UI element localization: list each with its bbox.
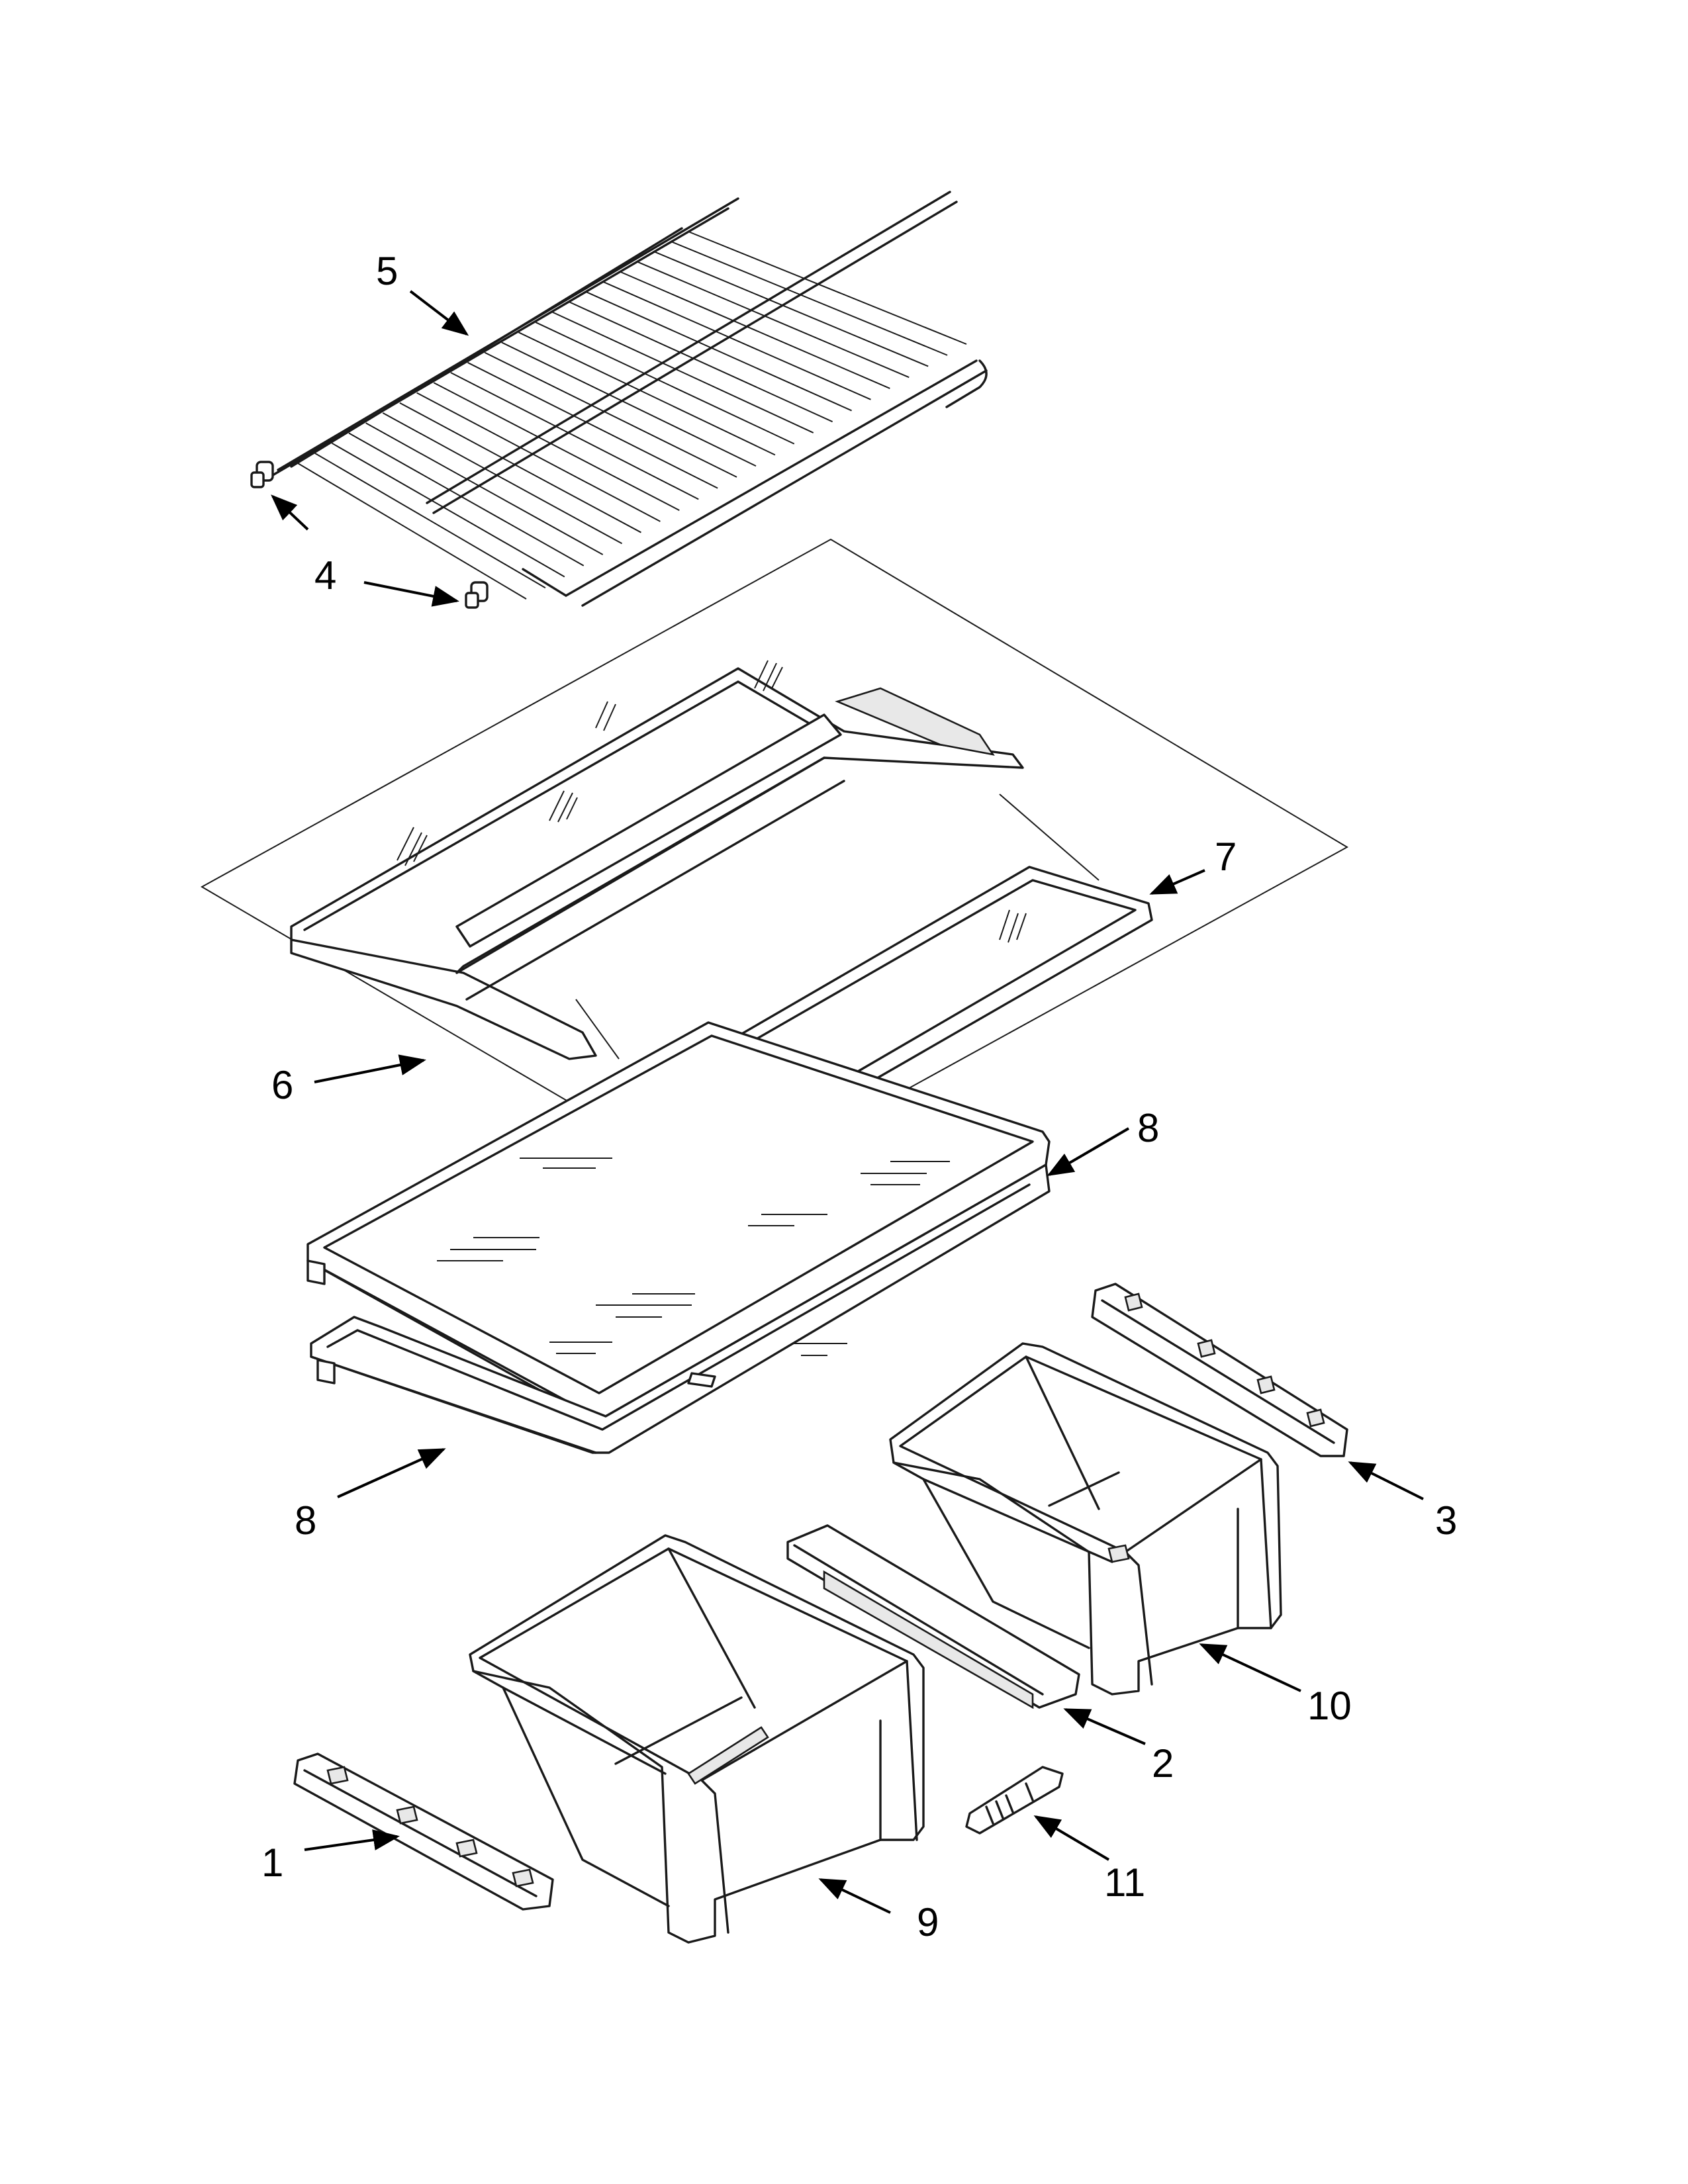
wire-rod — [382, 412, 623, 545]
wire-rod — [450, 372, 699, 500]
shelf-pin-lower — [465, 581, 489, 609]
arrow-icon — [1348, 1461, 1424, 1500]
arrow-icon — [1063, 1708, 1146, 1745]
crisper-rail-left — [293, 1752, 554, 1911]
wire-rod — [535, 322, 795, 445]
wire-rod — [654, 251, 929, 367]
wire-rod — [552, 311, 814, 433]
callout-11: 11 — [1104, 1860, 1145, 1905]
wire-rod — [365, 422, 604, 555]
arrow-icon — [409, 290, 469, 336]
wire-rod — [399, 402, 641, 533]
wire-rod — [671, 241, 948, 356]
arrow-icon — [1033, 1815, 1110, 1861]
callout-labels: 5 4 7 6 8 8 3 10 2 1 9 11 — [261, 249, 1457, 1944]
crisper-drawer-right — [889, 1342, 1282, 1696]
wire-rod — [416, 392, 661, 522]
wire-shelf — [263, 191, 988, 607]
glass-shelf-frame — [290, 660, 1024, 1060]
arrow-icon — [304, 1829, 400, 1851]
leader-arrows — [271, 290, 1424, 1914]
arrow-icon — [1047, 1127, 1130, 1177]
wire-rod — [603, 281, 871, 400]
wire-rod — [467, 361, 718, 489]
wire-rod — [688, 231, 967, 345]
glass-shelf-lower — [310, 1163, 1051, 1454]
callout-10: 10 — [1307, 1684, 1352, 1728]
callout-8-upper: 8 — [1137, 1106, 1159, 1150]
callout-1: 1 — [261, 1841, 283, 1885]
callout-6: 6 — [271, 1063, 293, 1107]
wire-rod — [433, 382, 680, 511]
shelf-pin-upper — [250, 461, 274, 488]
crisper-rail-right — [1091, 1283, 1348, 1457]
crisper-clip — [965, 1766, 1064, 1835]
arrow-icon — [337, 1448, 446, 1498]
wire-rod — [586, 291, 852, 412]
wire-rod — [331, 442, 565, 578]
wire-rod — [314, 452, 546, 589]
shelf-assembly-boundary — [200, 538, 1349, 1193]
wire-rod — [569, 301, 833, 423]
callout-4: 4 — [314, 553, 336, 598]
wire-rod — [297, 463, 527, 600]
callout-2: 2 — [1152, 1741, 1174, 1786]
arrow-icon — [1199, 1643, 1301, 1692]
glass-shelf-upper — [306, 1021, 1051, 1421]
callout-9: 9 — [917, 1900, 939, 1944]
wire-rod — [348, 432, 585, 567]
wire-rod — [620, 271, 890, 389]
arrow-icon — [1149, 869, 1205, 895]
callout-7: 7 — [1215, 835, 1237, 879]
callout-5: 5 — [376, 249, 398, 293]
crisper-drawer-left — [469, 1534, 925, 1944]
callout-8-lower: 8 — [295, 1498, 316, 1543]
callout-3: 3 — [1435, 1498, 1457, 1543]
arrow-icon — [271, 494, 309, 531]
arrow-icon — [818, 1878, 891, 1914]
wire-rod — [501, 341, 757, 467]
wire-rod — [637, 261, 910, 379]
wire-rod — [484, 351, 737, 478]
crisper-divider — [786, 1524, 1080, 1709]
wire-rod — [518, 332, 776, 456]
arrow-icon — [314, 1054, 426, 1083]
arrow-icon — [363, 581, 459, 607]
